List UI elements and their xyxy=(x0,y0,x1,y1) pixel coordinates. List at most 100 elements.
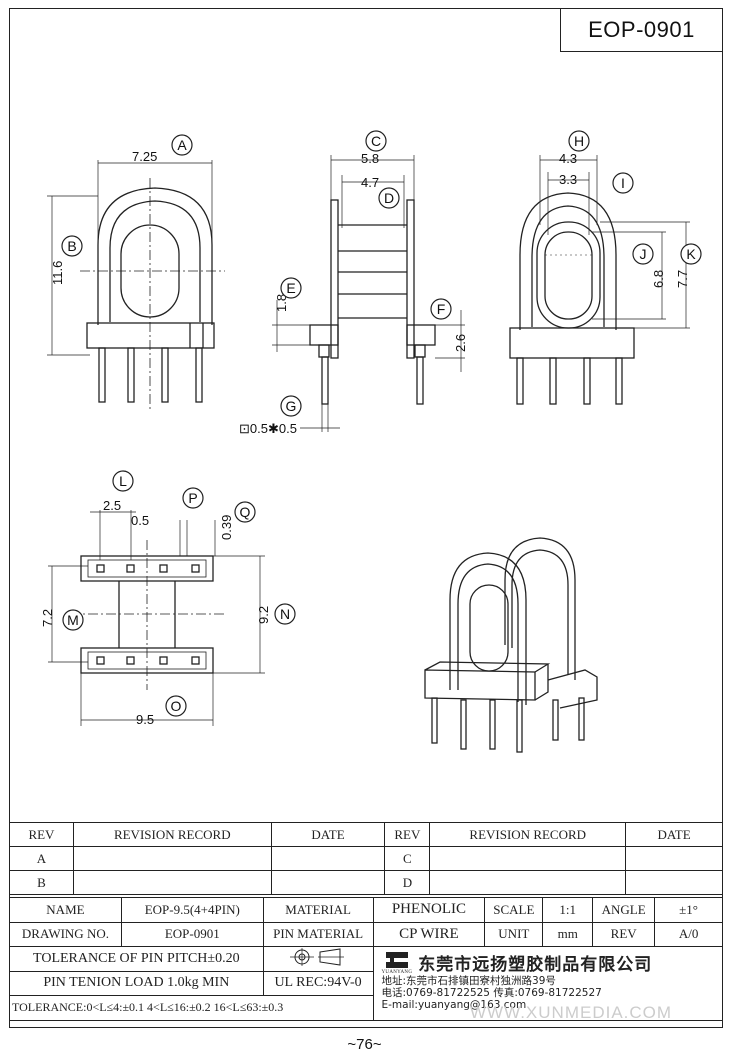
ul-rec: UL REC:94V-0 xyxy=(262,970,374,996)
callout-a: A xyxy=(171,134,193,156)
date-cell xyxy=(625,870,723,895)
angle-value: ±1° xyxy=(654,897,723,923)
rev-header: REV xyxy=(9,822,74,847)
callout-h: H xyxy=(568,130,590,152)
revision-record-header: REVISION RECORD xyxy=(72,822,272,847)
rev-label: REV xyxy=(592,921,656,947)
company-phone: 电话:0769-81722525 传真:0769-81722527 xyxy=(381,987,602,999)
dim-text: 5.8 xyxy=(361,151,379,166)
side-view xyxy=(272,155,465,432)
pin-load: PIN TENION LOAD 1.0kg MIN xyxy=(9,970,264,996)
date-header: DATE xyxy=(270,822,386,847)
company-block: YUANYANG 东莞市远扬塑胶制品有限公司 地址:东莞市石排镇田寮村独洲路39… xyxy=(372,946,723,1021)
dim-text: 7.7 xyxy=(675,270,690,288)
company-email: E-mail:yuanyang@163.com xyxy=(381,999,527,1011)
svg-text:J: J xyxy=(640,246,647,262)
material-value: PHENOLIC xyxy=(372,897,486,923)
scale-value: 1:1 xyxy=(542,897,594,923)
angle-label: ANGLE xyxy=(592,897,656,923)
dim-text: 7.25 xyxy=(132,149,157,164)
dim-text: 3.3 xyxy=(559,172,577,187)
rev-cell: C xyxy=(384,846,431,871)
svg-text:K: K xyxy=(686,246,696,262)
front-view xyxy=(47,160,225,410)
record-cell xyxy=(429,870,627,895)
callout-d: D xyxy=(378,187,400,209)
svg-text:B: B xyxy=(67,238,76,254)
drawing-no-label: DRAWING NO. xyxy=(9,921,122,947)
svg-text:A: A xyxy=(177,137,187,153)
callout-b: B xyxy=(61,235,83,257)
callout-o: O xyxy=(165,695,187,717)
svg-text:F: F xyxy=(437,301,446,317)
part-number: EOP-0901 xyxy=(588,17,695,42)
callout-e: E xyxy=(280,277,302,299)
record-cell xyxy=(72,846,272,871)
callout-l: L xyxy=(112,470,134,492)
scale-label: SCALE xyxy=(484,897,544,923)
dim-text: 0.39 xyxy=(219,515,234,540)
svg-text:P: P xyxy=(188,490,197,506)
logo-text: YUANYANG xyxy=(381,970,413,975)
drawing-sheet-border xyxy=(9,8,723,1028)
table-row: B D xyxy=(9,870,723,895)
callout-j: J xyxy=(632,243,654,265)
dim-text: 4.7 xyxy=(361,175,379,190)
rev-cell: B xyxy=(9,870,74,895)
callout-labels: A B C D E F G H I J K L M N O P Q xyxy=(61,130,702,717)
pin-material-label: PIN MATERIAL xyxy=(262,921,374,947)
dimension-labels: 7.25 11.6 5.8 4.7 1.8 2.6 ⊡0.5✱0.5 4.3 3… xyxy=(40,149,690,727)
rev-value: A/0 xyxy=(654,921,723,947)
rev-cell: D xyxy=(384,870,431,895)
svg-text:H: H xyxy=(574,133,584,149)
dim-text: 1.8 xyxy=(274,294,289,312)
part-number-box: EOP-0901 xyxy=(560,8,723,52)
top-view xyxy=(48,510,265,726)
revision-table: REV REVISION RECORD DATE REV REVISION RE… xyxy=(9,822,723,895)
callout-k: K xyxy=(680,243,702,265)
dim-text: ⊡0.5✱0.5 xyxy=(239,421,297,436)
unit-value: mm xyxy=(542,921,594,947)
pin-material-value: CP WIRE xyxy=(372,921,486,947)
title-block-table: NAME EOP-9.5(4+4PIN) MATERIAL PHENOLIC S… xyxy=(9,897,723,1021)
callout-p: P xyxy=(182,487,204,509)
watermark: WWW.XUNMEDIA.COM xyxy=(470,1003,673,1022)
section-view xyxy=(509,155,690,405)
pitch-tolerance: TOLERANCE OF PIN PITCH±0.20 xyxy=(9,946,264,972)
callout-m: M xyxy=(62,609,84,631)
yuanyang-logo-icon xyxy=(385,952,408,968)
svg-text:E: E xyxy=(286,280,295,296)
svg-text:N: N xyxy=(280,606,290,622)
company-name: 东莞市远扬塑胶制品有限公司 xyxy=(418,955,653,975)
dim-text: 7.2 xyxy=(40,609,55,627)
drawing-no-value: EOP-0901 xyxy=(120,921,264,947)
record-cell xyxy=(429,846,627,871)
callout-n: N xyxy=(274,603,296,625)
dim-text: 2.5 xyxy=(103,498,121,513)
table-row: A C xyxy=(9,846,723,871)
date-cell xyxy=(270,870,386,895)
technical-drawing: 7.25 11.6 5.8 4.7 1.8 2.6 ⊡0.5✱0.5 4.3 3… xyxy=(40,130,702,753)
callout-c: C xyxy=(365,130,387,152)
date-header: DATE xyxy=(625,822,723,847)
svg-text:Q: Q xyxy=(240,504,251,520)
date-cell xyxy=(270,846,386,871)
isometric-view xyxy=(424,537,598,753)
unit-label: UNIT xyxy=(484,921,544,947)
svg-text:L: L xyxy=(119,473,127,489)
dim-text: 2.6 xyxy=(453,334,468,352)
svg-text:C: C xyxy=(371,133,381,149)
callout-g: G xyxy=(280,395,302,417)
rev-cell: A xyxy=(9,846,74,871)
revision-record-header: REVISION RECORD xyxy=(429,822,627,847)
rev-header: REV xyxy=(384,822,431,847)
callout-i: I xyxy=(612,172,634,194)
callout-f: F xyxy=(430,298,452,320)
company-address: 地址:东莞市石排镇田寮村独洲路39号 xyxy=(381,975,556,987)
svg-text:M: M xyxy=(67,612,79,628)
dim-text: 9.5 xyxy=(136,712,154,727)
page-number: ~76~ xyxy=(347,1036,382,1053)
third-angle-projection-icon xyxy=(290,947,345,966)
name-value: EOP-9.5(4+4PIN) xyxy=(120,897,264,923)
svg-text:O: O xyxy=(171,698,182,714)
